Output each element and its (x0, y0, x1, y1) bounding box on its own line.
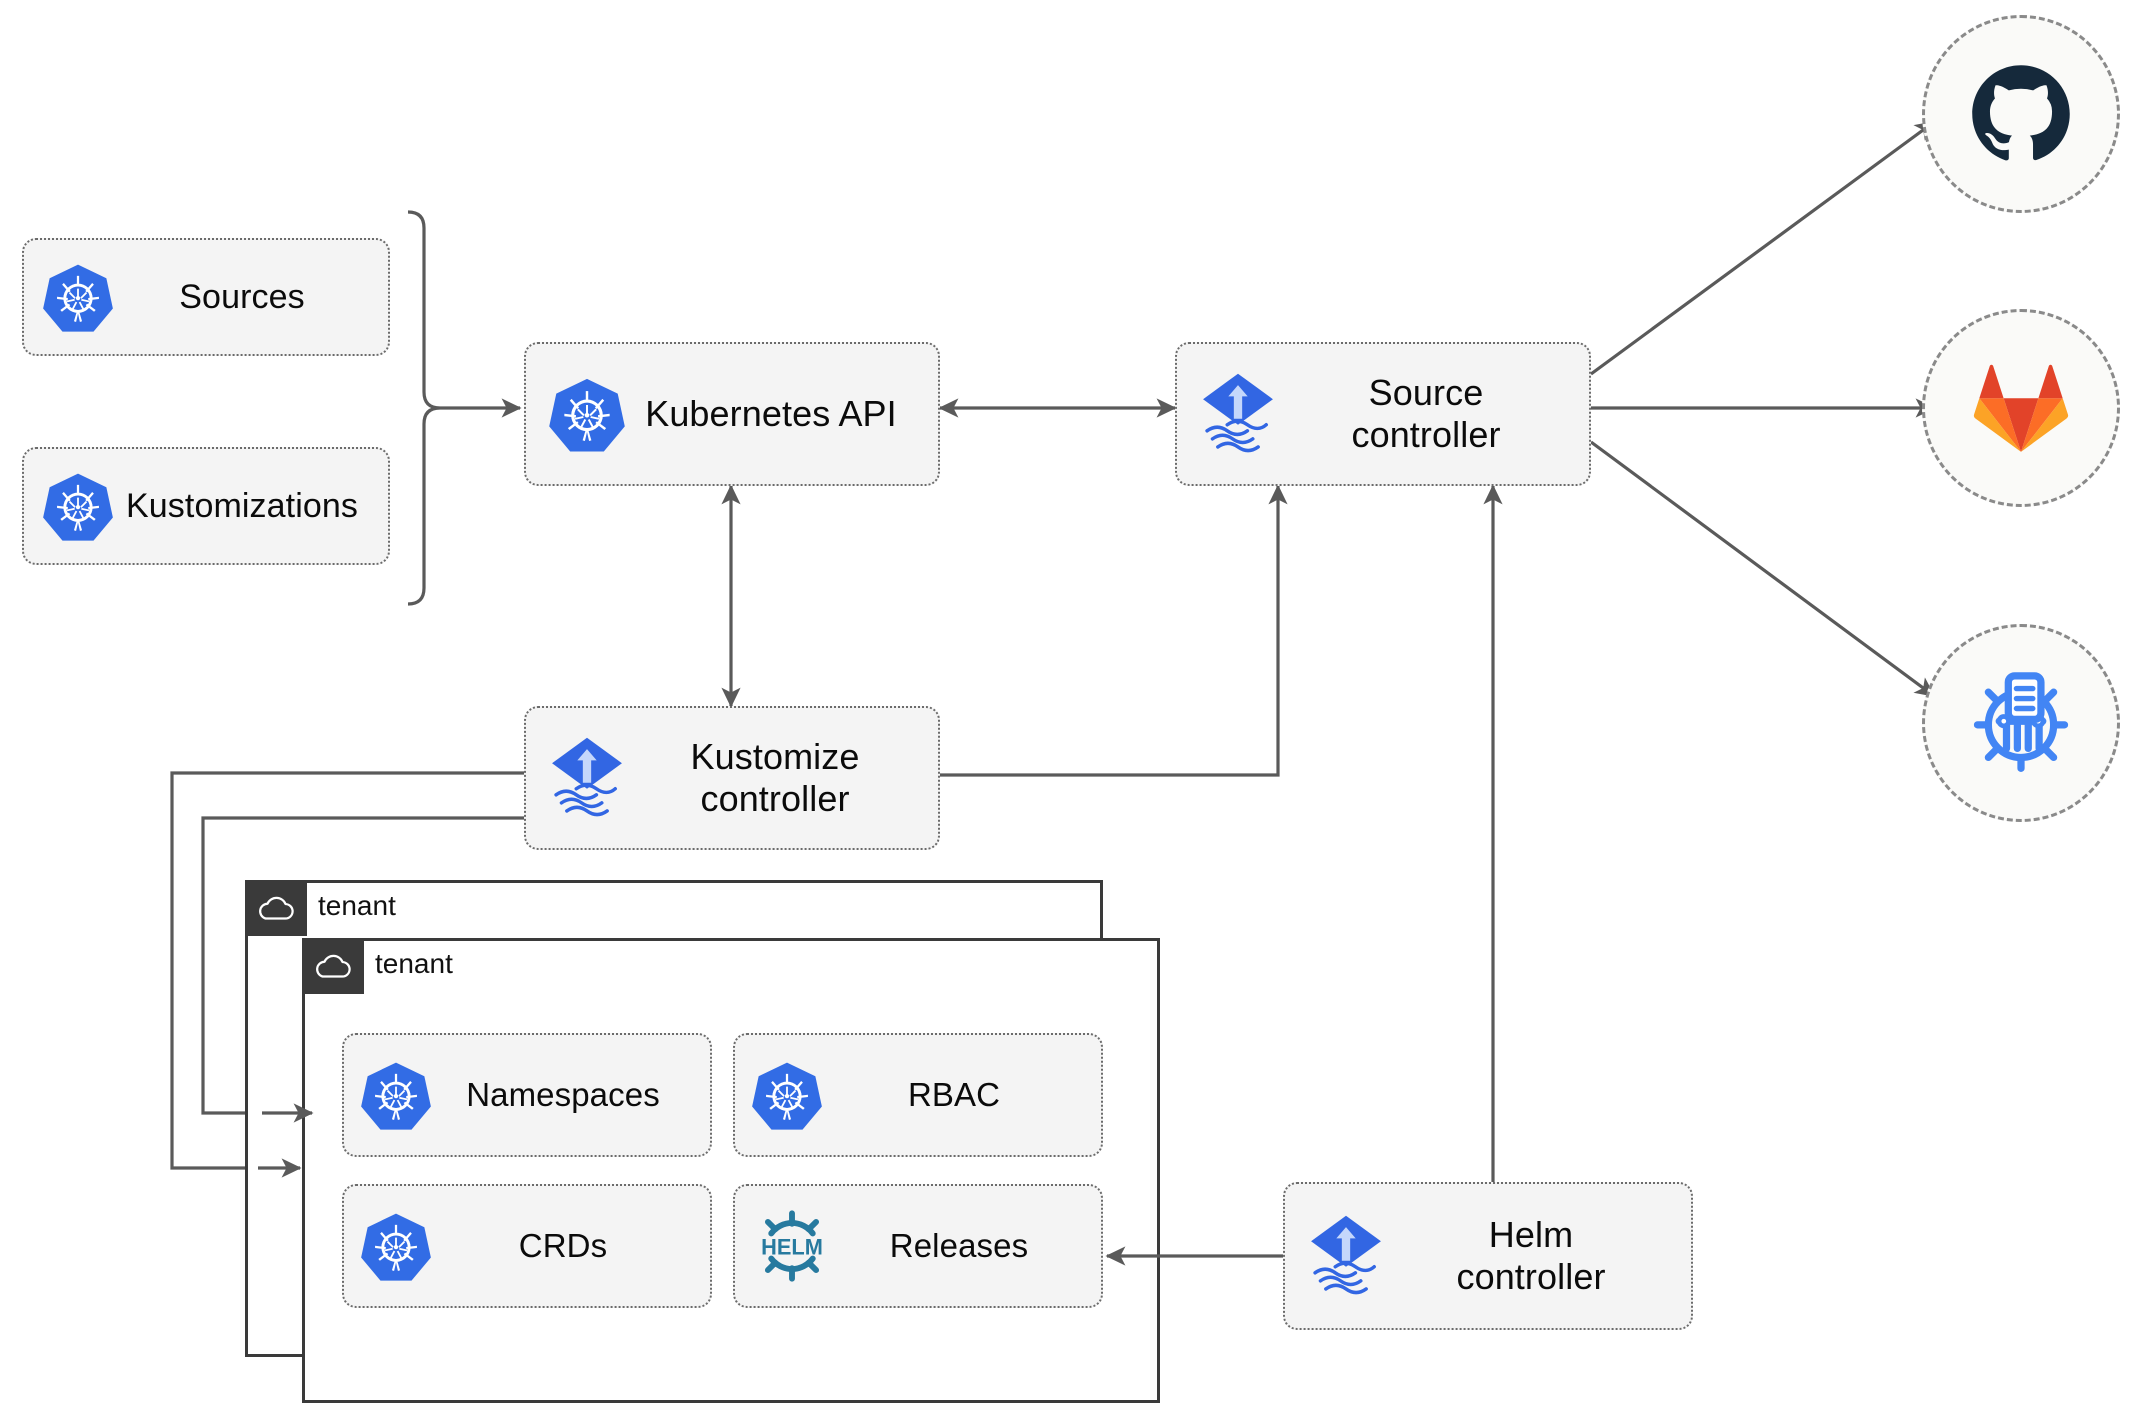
tenant-outer-label: tenant (318, 890, 396, 921)
node-kubernetes-api[interactable]: Kubernetes API (524, 342, 940, 486)
node-source-controller[interactable]: Source controller (1175, 342, 1591, 486)
node-releases[interactable]: Releases (733, 1184, 1103, 1308)
node-kustomize-controller[interactable]: Kustomize controller (524, 706, 940, 850)
node-crds-label: CRDs (518, 1226, 608, 1264)
node-kubernetes-api-label: Kubernetes API (645, 392, 897, 434)
helm-repository-icon (1963, 665, 2079, 781)
node-rbac[interactable]: RBAC (733, 1033, 1103, 1157)
node-source-controller-label: Source controller (1351, 371, 1501, 455)
kubernetes-icon (548, 375, 626, 453)
node-helm-controller-label: Helm controller (1456, 1213, 1606, 1297)
node-namespaces-label: Namespaces (466, 1075, 660, 1113)
node-kustomize-controller-label: Kustomize controller (690, 735, 860, 819)
cloud-icon (255, 893, 297, 923)
node-sources-label: Sources (179, 277, 305, 316)
provider-gitlab[interactable] (1922, 309, 2120, 507)
node-rbac-label: RBAC (907, 1075, 1001, 1113)
flux-icon (1195, 371, 1281, 457)
provider-github[interactable] (1922, 15, 2120, 213)
tenant-inner[interactable]: tenant (302, 938, 1160, 1403)
kubernetes-icon (360, 1059, 432, 1131)
edge-sourcecontroller-github (1590, 120, 1936, 376)
node-helm-controller[interactable]: Helm controller (1283, 1182, 1693, 1330)
kubernetes-icon (42, 470, 114, 542)
tenant-outer-tab (245, 880, 307, 936)
kubernetes-icon (360, 1210, 432, 1282)
tenant-inner-body (305, 941, 1157, 1400)
helm-icon (751, 1205, 833, 1287)
node-sources[interactable]: Sources (22, 238, 390, 356)
provider-helm-repository[interactable] (1922, 624, 2120, 822)
flux-icon (1303, 1213, 1389, 1299)
node-kustomizations[interactable]: Kustomizations (22, 447, 390, 565)
edge-sourcecontroller-helmrepository (1590, 440, 1936, 698)
kubernetes-icon (42, 261, 114, 333)
flux-icon (544, 735, 630, 821)
node-kustomizations-label: Kustomizations (126, 486, 358, 525)
cloud-icon (312, 951, 354, 981)
tenant-inner-tab (302, 938, 364, 994)
node-namespaces[interactable]: Namespaces (342, 1033, 712, 1157)
node-crds[interactable]: CRDs (342, 1184, 712, 1308)
gitlab-icon (1967, 354, 2075, 462)
kubernetes-icon (751, 1059, 823, 1131)
tenant-inner-label: tenant (375, 948, 453, 979)
node-releases-label: Releases (889, 1226, 1029, 1264)
edge-kustomizecontroller-sourcecontroller (940, 484, 1288, 777)
edge-group-bracket (407, 210, 441, 606)
github-icon (1969, 62, 2073, 166)
